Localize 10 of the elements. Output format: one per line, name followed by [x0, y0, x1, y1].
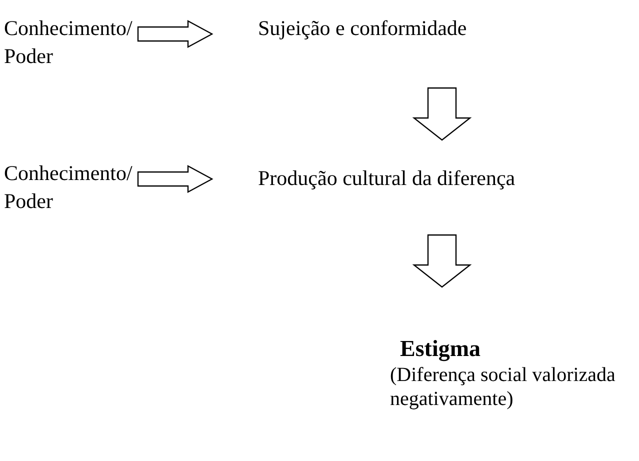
node-text: Conhecimento/ Poder: [4, 160, 134, 215]
node-text: Produção cultural da diferença: [258, 165, 516, 192]
block-arrow: [412, 234, 472, 288]
block-arrow: [137, 20, 214, 48]
node-text: (Diferença social valorizada negativamente): [390, 363, 616, 411]
block-arrow: [412, 87, 472, 141]
node-text: Sujeição e conformidade: [258, 15, 467, 42]
node-text: Conhecimento/ Poder: [4, 15, 134, 70]
block-arrow: [137, 165, 214, 193]
node-heading: Estigma: [399, 335, 480, 363]
